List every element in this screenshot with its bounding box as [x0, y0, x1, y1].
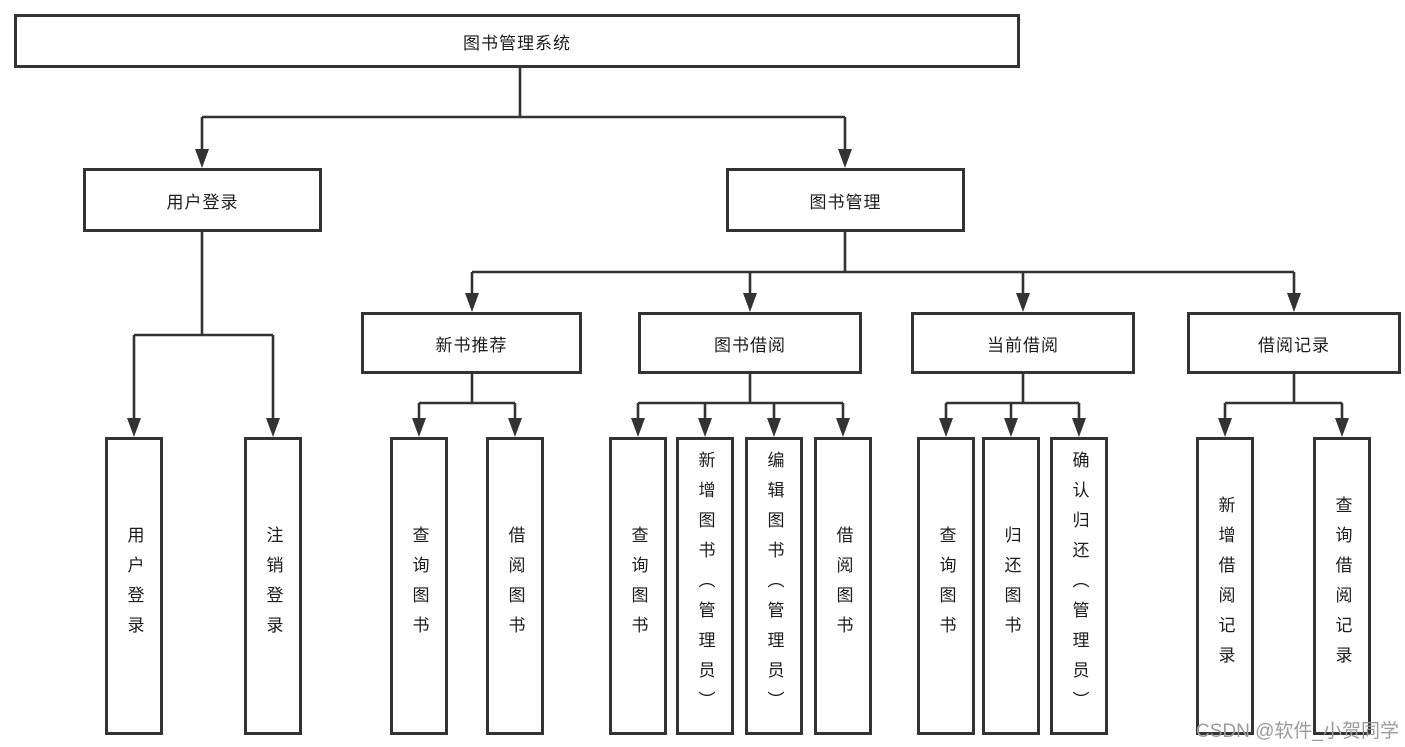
node-leaf-query-books-borrow: 查询图书 [609, 437, 667, 735]
leaf-label: 借阅图书 [505, 526, 525, 646]
node-library-management-system: 图书管理系统 [14, 14, 1020, 68]
node-leaf-add-borrow-record: 新增借阅记录 [1196, 437, 1254, 735]
node-current-borrowing: 当前借阅 [911, 312, 1135, 374]
leaf-label: 用户登录 [124, 526, 144, 646]
leaf-label: 查询借阅记录 [1332, 496, 1352, 676]
node-book-management-branch: 图书管理 [726, 168, 965, 232]
node-new-book-recommendation: 新书推荐 [361, 312, 582, 374]
node-leaf-borrow-books: 借阅图书 [814, 437, 872, 735]
leaf-label: 注销登录 [263, 526, 283, 646]
leaf-label: 确认归还（管理员） [1069, 451, 1089, 721]
leaf-label: 新增图书（管理员） [695, 451, 715, 721]
node-user-login-branch: 用户登录 [83, 168, 322, 232]
leaf-label: 查询图书 [936, 526, 956, 646]
node-leaf-user-login: 用户登录 [105, 437, 163, 735]
leaf-label: 查询图书 [628, 526, 648, 646]
node-leaf-logout: 注销登录 [244, 437, 302, 735]
node-leaf-edit-books-admin: 编辑图书（管理员） [745, 437, 803, 735]
leaf-label: 归还图书 [1001, 526, 1021, 646]
node-leaf-query-books-rec: 查询图书 [390, 437, 448, 735]
leaf-label: 编辑图书（管理员） [764, 451, 784, 721]
node-leaf-query-borrow-record: 查询借阅记录 [1313, 437, 1371, 735]
node-leaf-borrow-books-rec: 借阅图书 [486, 437, 544, 735]
node-leaf-confirm-return-admin: 确认归还（管理员） [1050, 437, 1108, 735]
leaf-label: 借阅图书 [833, 526, 853, 646]
node-leaf-add-books-admin: 新增图书（管理员） [676, 437, 734, 735]
node-leaf-return-books: 归还图书 [982, 437, 1040, 735]
node-book-borrowing: 图书借阅 [638, 312, 862, 374]
leaf-label: 查询图书 [409, 526, 429, 646]
node-borrowing-records: 借阅记录 [1187, 312, 1401, 374]
watermark-text: CSDN @软件_小贺同学 [1196, 721, 1399, 742]
node-leaf-query-books-current: 查询图书 [917, 437, 975, 735]
leaf-label: 新增借阅记录 [1215, 496, 1235, 676]
